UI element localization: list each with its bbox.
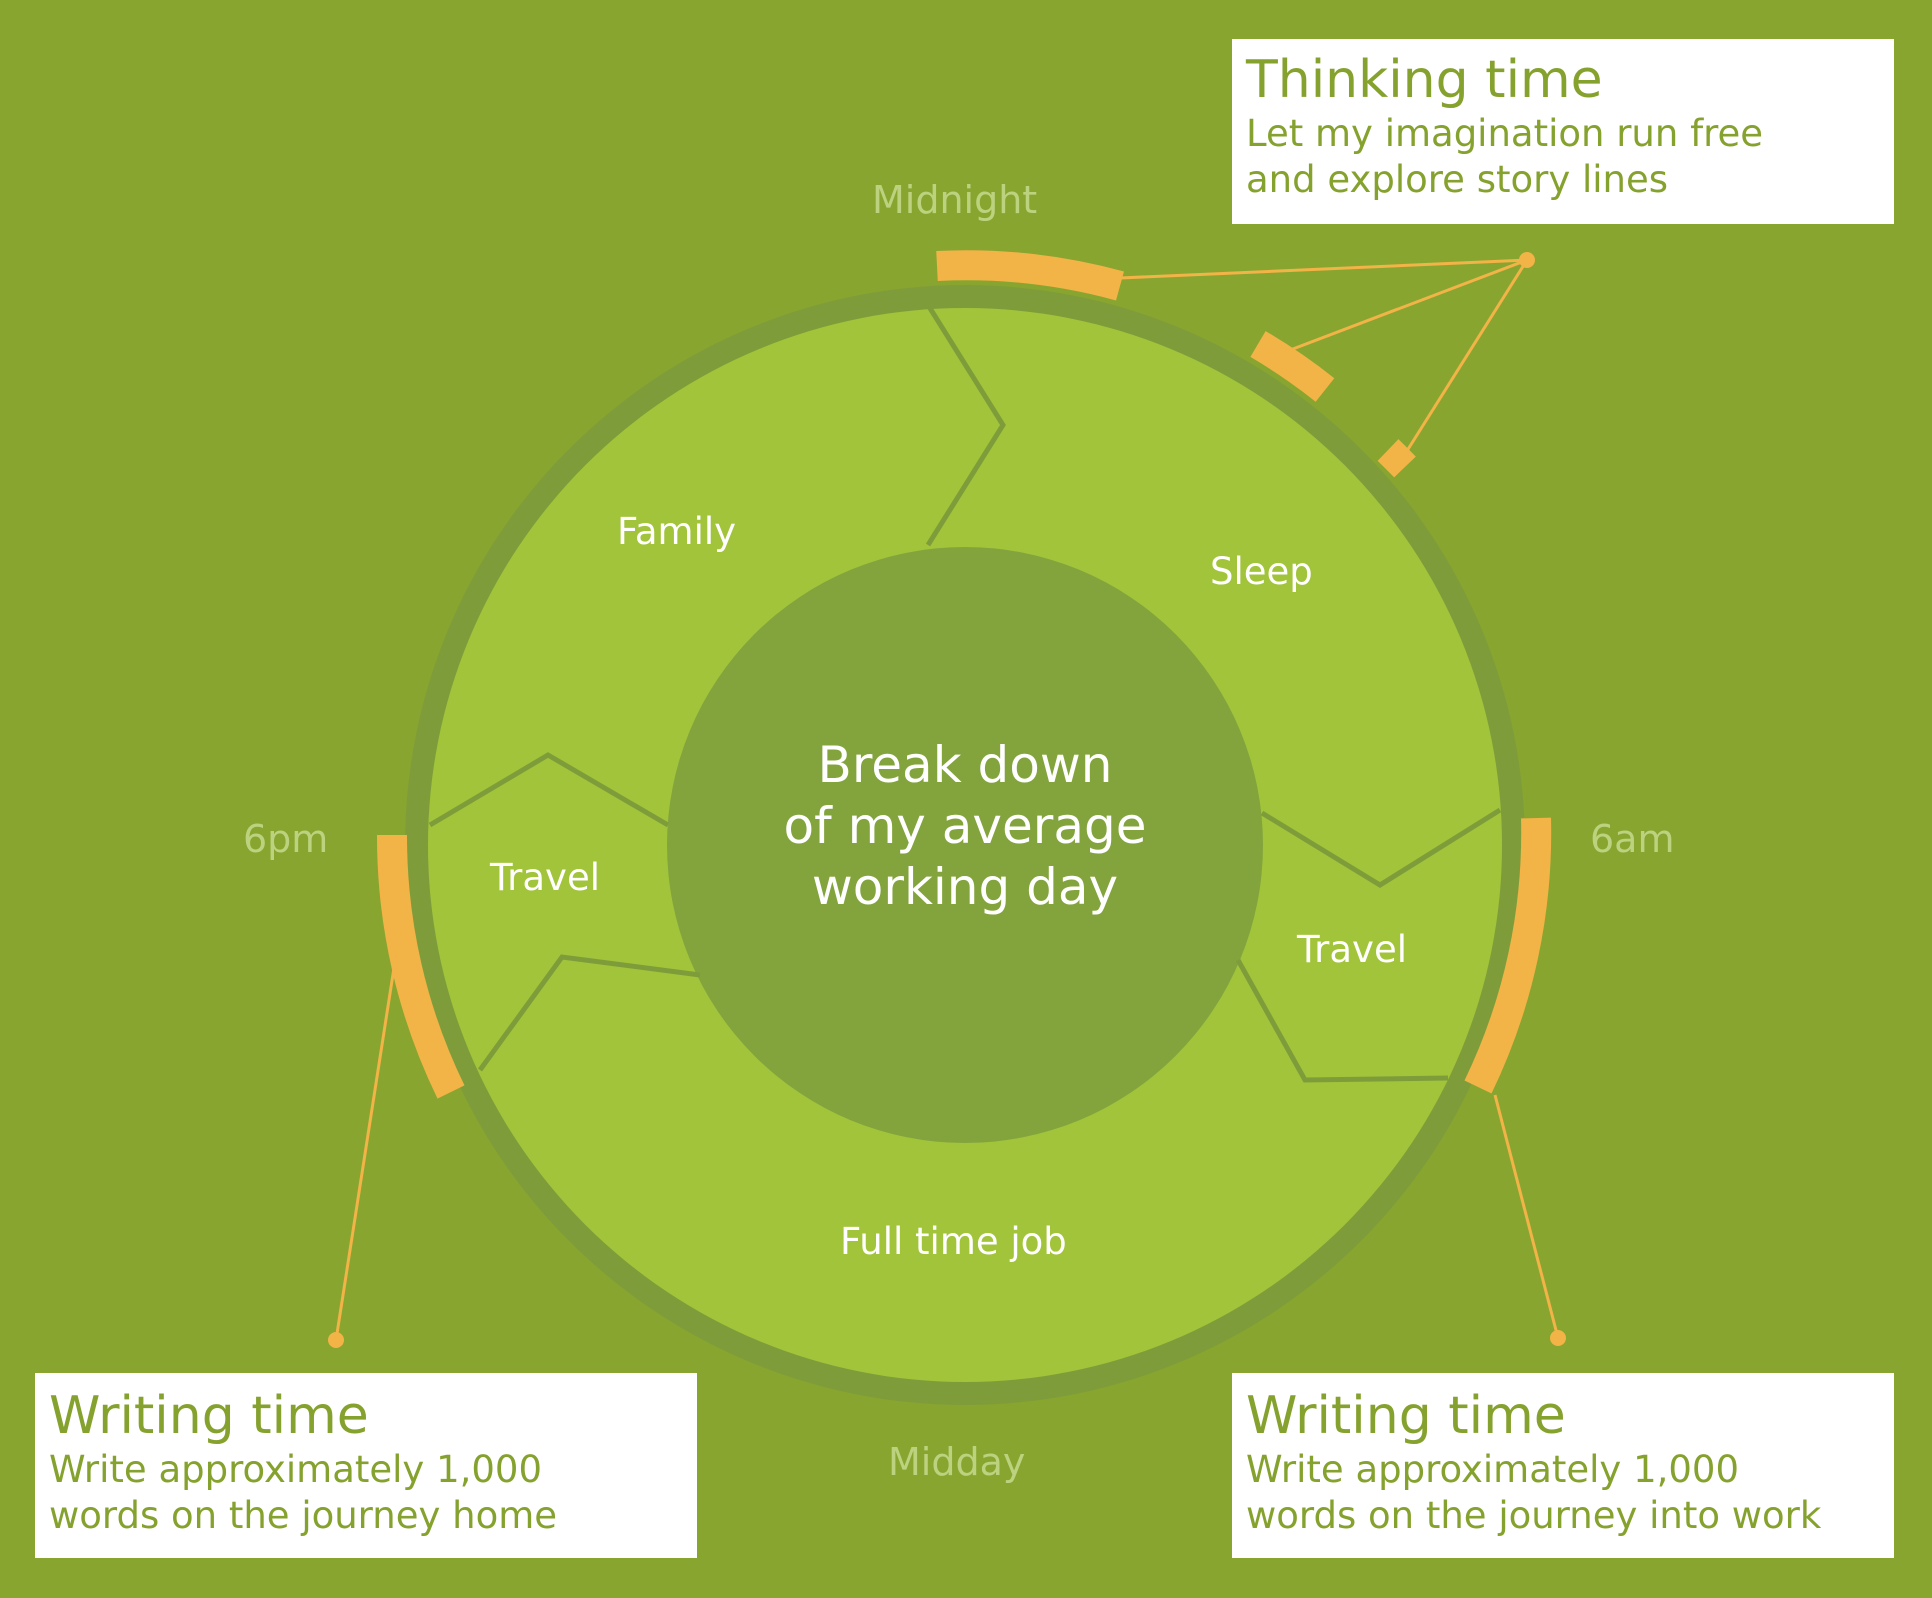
callout-line: Write approximately 1,000 (49, 1448, 543, 1491)
center-circle (667, 547, 1263, 1143)
writing-arc-evening (376, 834, 465, 1099)
callout-thinking-time: Thinking time Let my imagination run fre… (1232, 39, 1894, 224)
leader-dot-writing-morning (1550, 1330, 1566, 1346)
segment-label-full-time-job: Full time job (840, 1220, 1067, 1263)
leader-dot-writing-evening (328, 1332, 344, 1348)
callout-line: Write approximately 1,000 (1246, 1448, 1740, 1491)
clock-label-midnight: Midnight (872, 178, 1038, 222)
callout-line: words on the journey home (49, 1494, 558, 1537)
leader-writing-evening (334, 954, 398, 1341)
clock-label-6pm: 6pm (243, 817, 329, 861)
leader-thinking-1 (1119, 258, 1528, 280)
writing-arc-morning (1464, 817, 1552, 1094)
callout-title: Thinking time (1246, 50, 1603, 110)
center-title: Break down of my average working day (660, 735, 1270, 918)
leader-dot-thinking (1519, 252, 1535, 268)
thinking-arc-2 (1250, 331, 1335, 402)
thinking-arc-3 (1377, 439, 1416, 478)
divider-sleep-travel (1260, 807, 1502, 888)
callout-line: words on the journey into work (1246, 1494, 1822, 1537)
segment-label-travel-morning: Travel (1297, 928, 1407, 971)
leader-thinking-3 (1398, 259, 1529, 463)
divider-travel-job (1235, 958, 1449, 1083)
divider-travel-family (428, 752, 670, 828)
divider-family-sleep (925, 303, 1006, 547)
callout-line: Let my imagination run free (1246, 112, 1764, 155)
segment-label-travel-evening: Travel (490, 856, 600, 899)
segment-label-family: Family (617, 510, 737, 553)
clock-label-midday: Midday (888, 1440, 1026, 1484)
segment-label-sleep: Sleep (1210, 550, 1313, 593)
callout-line: and explore story lines (1246, 158, 1669, 201)
clock-label-6am: 6am (1590, 817, 1675, 861)
callout-title: Writing time (1246, 1386, 1566, 1446)
callout-writing-time-work: Writing time Write approximately 1,000 w… (1232, 1373, 1894, 1558)
leader-thinking-2 (1284, 258, 1528, 354)
leader-writing-morning (1493, 1094, 1560, 1339)
callout-title: Writing time (49, 1386, 369, 1446)
center-title-line: Break down (817, 736, 1113, 794)
thinking-arc-1 (936, 250, 1124, 301)
divider-job-travel (477, 954, 701, 1072)
center-title-line: of my average (783, 797, 1147, 855)
center-title-line: working day (811, 858, 1119, 916)
callout-writing-time-home: Writing time Write approximately 1,000 w… (35, 1373, 697, 1558)
